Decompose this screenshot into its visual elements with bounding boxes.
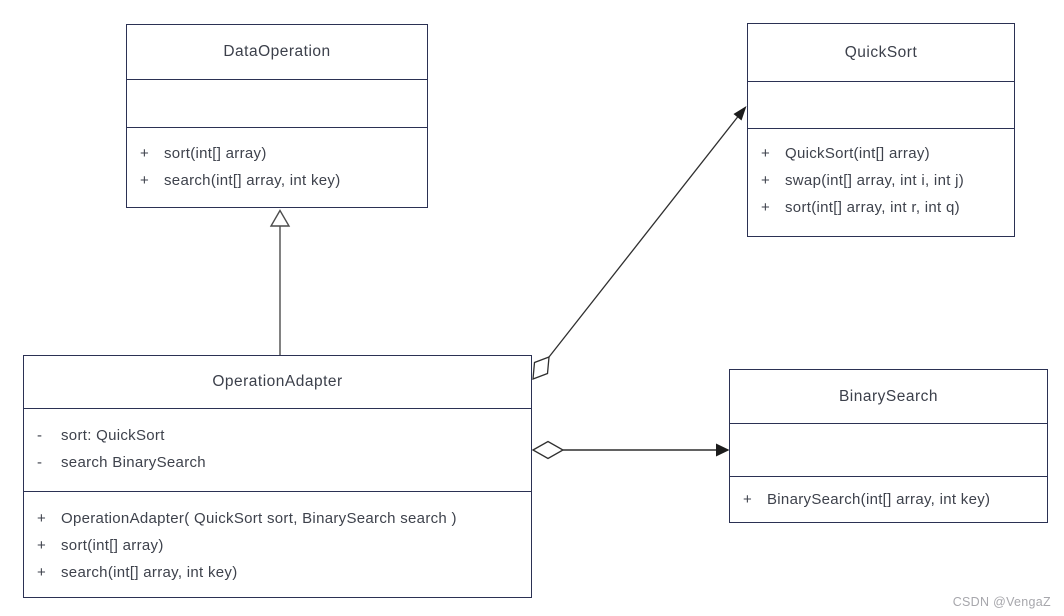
attribute: - search BinarySearch [24, 449, 531, 476]
visibility-sign: - [37, 427, 43, 444]
visibility-sign: + [37, 510, 47, 527]
methods-compartment: + BinarySearch(int[] array, int key) [730, 476, 1047, 522]
relationship-generalization-operationadapter-dataoperation [269, 209, 291, 355]
watermark: CSDN @VengaZ [952, 595, 1051, 609]
class-name: OperationAdapter [212, 373, 343, 390]
method-signature: sort(int[] array) [61, 537, 164, 554]
method: + sort(int[] array, int r, int q) [748, 194, 1014, 221]
visibility-sign: - [37, 454, 43, 471]
class-name: BinarySearch [838, 387, 939, 405]
class-name: DataOperation [223, 43, 331, 60]
hollow-triangle-icon [269, 209, 291, 227]
attribute-signature: search BinarySearch [61, 454, 206, 471]
class-quicksort: QuickSort + QuickSort(int[] array) + swa… [747, 23, 1015, 237]
method: + sort(int[] array) [127, 140, 427, 167]
relationship-aggregation-operationadapter-binarysearch [531, 440, 730, 460]
methods-compartment: + OperationAdapter( QuickSort sort, Bina… [24, 491, 531, 597]
method-signature: BinarySearch(int[] array, int key) [767, 491, 991, 508]
method: + swap(int[] array, int i, int j) [748, 167, 1014, 194]
method: + search(int[] array, int key) [24, 559, 531, 586]
hollow-diamond-icon [532, 356, 550, 380]
attribute-signature: sort: QuickSort [61, 427, 165, 444]
method-signature: OperationAdapter( QuickSort sort, Binary… [61, 510, 457, 527]
method-signature: sort(int[] array, int r, int q) [785, 199, 960, 216]
method-signature: search(int[] array, int key) [164, 172, 341, 189]
visibility-sign: + [761, 172, 771, 189]
method: + search(int[] array, int key) [127, 167, 427, 194]
class-operationadapter: OperationAdapter - sort: QuickSort - sea… [23, 355, 532, 598]
relationship-aggregation-operationadapter-quicksort [532, 106, 747, 380]
attributes-compartment [730, 423, 1047, 476]
visibility-sign: + [761, 199, 771, 216]
method-signature: search(int[] array, int key) [61, 564, 238, 581]
class-binarysearch: BinarySearch + BinarySearch(int[] array,… [729, 369, 1048, 523]
visibility-sign: + [37, 564, 47, 581]
visibility-sign: + [743, 491, 753, 508]
method: + QuickSort(int[] array) [748, 140, 1014, 167]
visibility-sign: + [37, 537, 47, 554]
class-name: QuickSort [844, 43, 918, 61]
methods-compartment: + QuickSort(int[] array) + swap(int[] ar… [748, 128, 1014, 236]
filled-arrowhead-icon [733, 106, 747, 121]
method: + OperationAdapter( QuickSort sort, Bina… [24, 505, 531, 532]
attributes-compartment [127, 79, 427, 127]
method-signature: QuickSort(int[] array) [785, 145, 930, 162]
visibility-sign: + [140, 145, 150, 162]
attributes-compartment: - sort: QuickSort - search BinarySearch [24, 408, 531, 491]
method-signature: sort(int[] array) [164, 145, 267, 162]
class-dataoperation: DataOperation + sort(int[] array) + sear… [126, 24, 428, 208]
visibility-sign: + [140, 172, 150, 189]
method-signature: swap(int[] array, int i, int j) [785, 172, 965, 189]
method: + BinarySearch(int[] array, int key) [730, 486, 1047, 513]
filled-arrowhead-icon [716, 443, 730, 457]
method: + sort(int[] array) [24, 532, 531, 559]
aggregation-line [548, 116, 739, 358]
attributes-compartment [748, 81, 1014, 128]
attribute: - sort: QuickSort [24, 422, 531, 449]
hollow-diamond-icon [531, 440, 565, 460]
methods-compartment: + sort(int[] array) + search(int[] array… [127, 127, 427, 207]
visibility-sign: + [761, 145, 771, 162]
